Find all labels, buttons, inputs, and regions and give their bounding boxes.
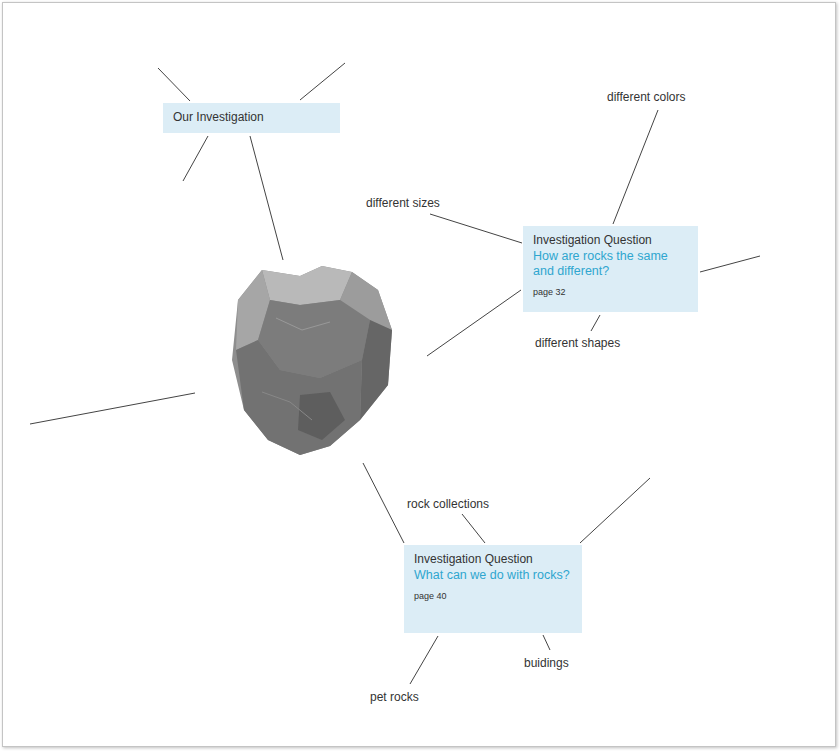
- question-box: Investigation QuestionHow are rocks the …: [523, 226, 698, 312]
- rock-picture: [232, 266, 392, 455]
- question-text: How are rocks the same and different?: [533, 249, 688, 279]
- branch-label: different colors: [607, 90, 686, 104]
- box-heading: Investigation Question: [533, 233, 688, 248]
- branch-label: pet rocks: [370, 690, 419, 704]
- page-reference: page 32: [533, 287, 688, 298]
- leader-lines: [30, 63, 760, 684]
- box-heading: Investigation Question: [414, 552, 572, 567]
- branch-label: rock collections: [407, 497, 489, 511]
- page-reference: page 40: [414, 591, 572, 602]
- heading-box: Our Investigation: [163, 103, 340, 133]
- box-heading: Our Investigation: [173, 110, 330, 125]
- branch-label: different shapes: [535, 336, 620, 350]
- branch-label: different sizes: [366, 196, 440, 210]
- question-text: What can we do with rocks?: [414, 568, 572, 583]
- branch-label: buidings: [524, 656, 569, 670]
- question-box: Investigation QuestionWhat can we do wit…: [404, 545, 582, 633]
